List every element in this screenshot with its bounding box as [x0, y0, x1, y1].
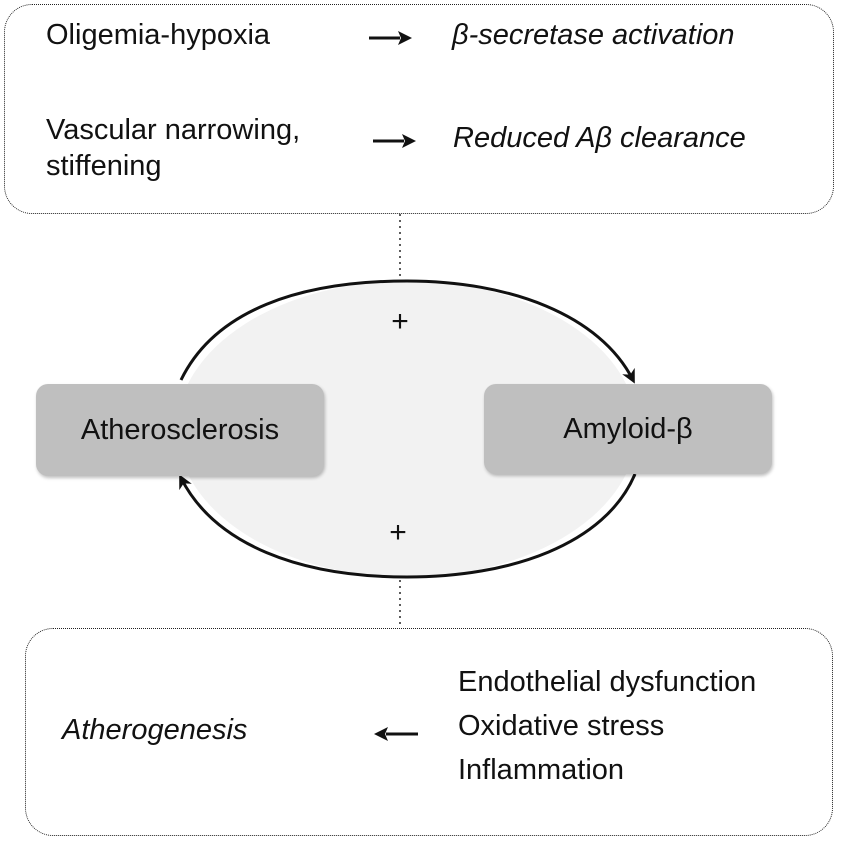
cause-oligemia-hypoxia: Oligemia-hypoxia	[46, 19, 271, 51]
right-arrow-icon	[372, 131, 418, 151]
effect-reduced-abeta-clearance: Reduced Aβ clearance	[453, 122, 746, 154]
cycle-ellipse	[177, 281, 637, 577]
positive-sign-bottom: +	[389, 516, 407, 549]
mechanism-box-bottom	[25, 628, 833, 836]
node-label: Amyloid-β	[563, 412, 693, 445]
cause-vascular-narrowing: Vascular narrowing, stiffening	[46, 114, 301, 182]
left-arrow-icon	[372, 724, 420, 744]
cause-inflammation: Inflammation	[458, 754, 625, 786]
right-arrow-icon	[368, 28, 414, 48]
cause-oxidative-stress: Oxidative stress	[458, 710, 665, 742]
node-atherosclerosis: Atherosclerosis	[36, 384, 324, 476]
positive-sign-top: +	[391, 305, 409, 338]
outcome-atherogenesis: Atherogenesis	[62, 714, 248, 746]
cause-endothelial-dysfunction: Endothelial dysfunction	[458, 666, 757, 698]
cycle-bottom-arrow	[179, 473, 637, 579]
cycle-top-arrow	[179, 279, 635, 384]
mechanism-box-top	[4, 4, 834, 214]
node-amyloid-beta: Amyloid-β	[484, 384, 772, 474]
effect-beta-secretase-activation: β-secretase activation	[452, 19, 735, 51]
node-label: Atherosclerosis	[80, 413, 280, 446]
